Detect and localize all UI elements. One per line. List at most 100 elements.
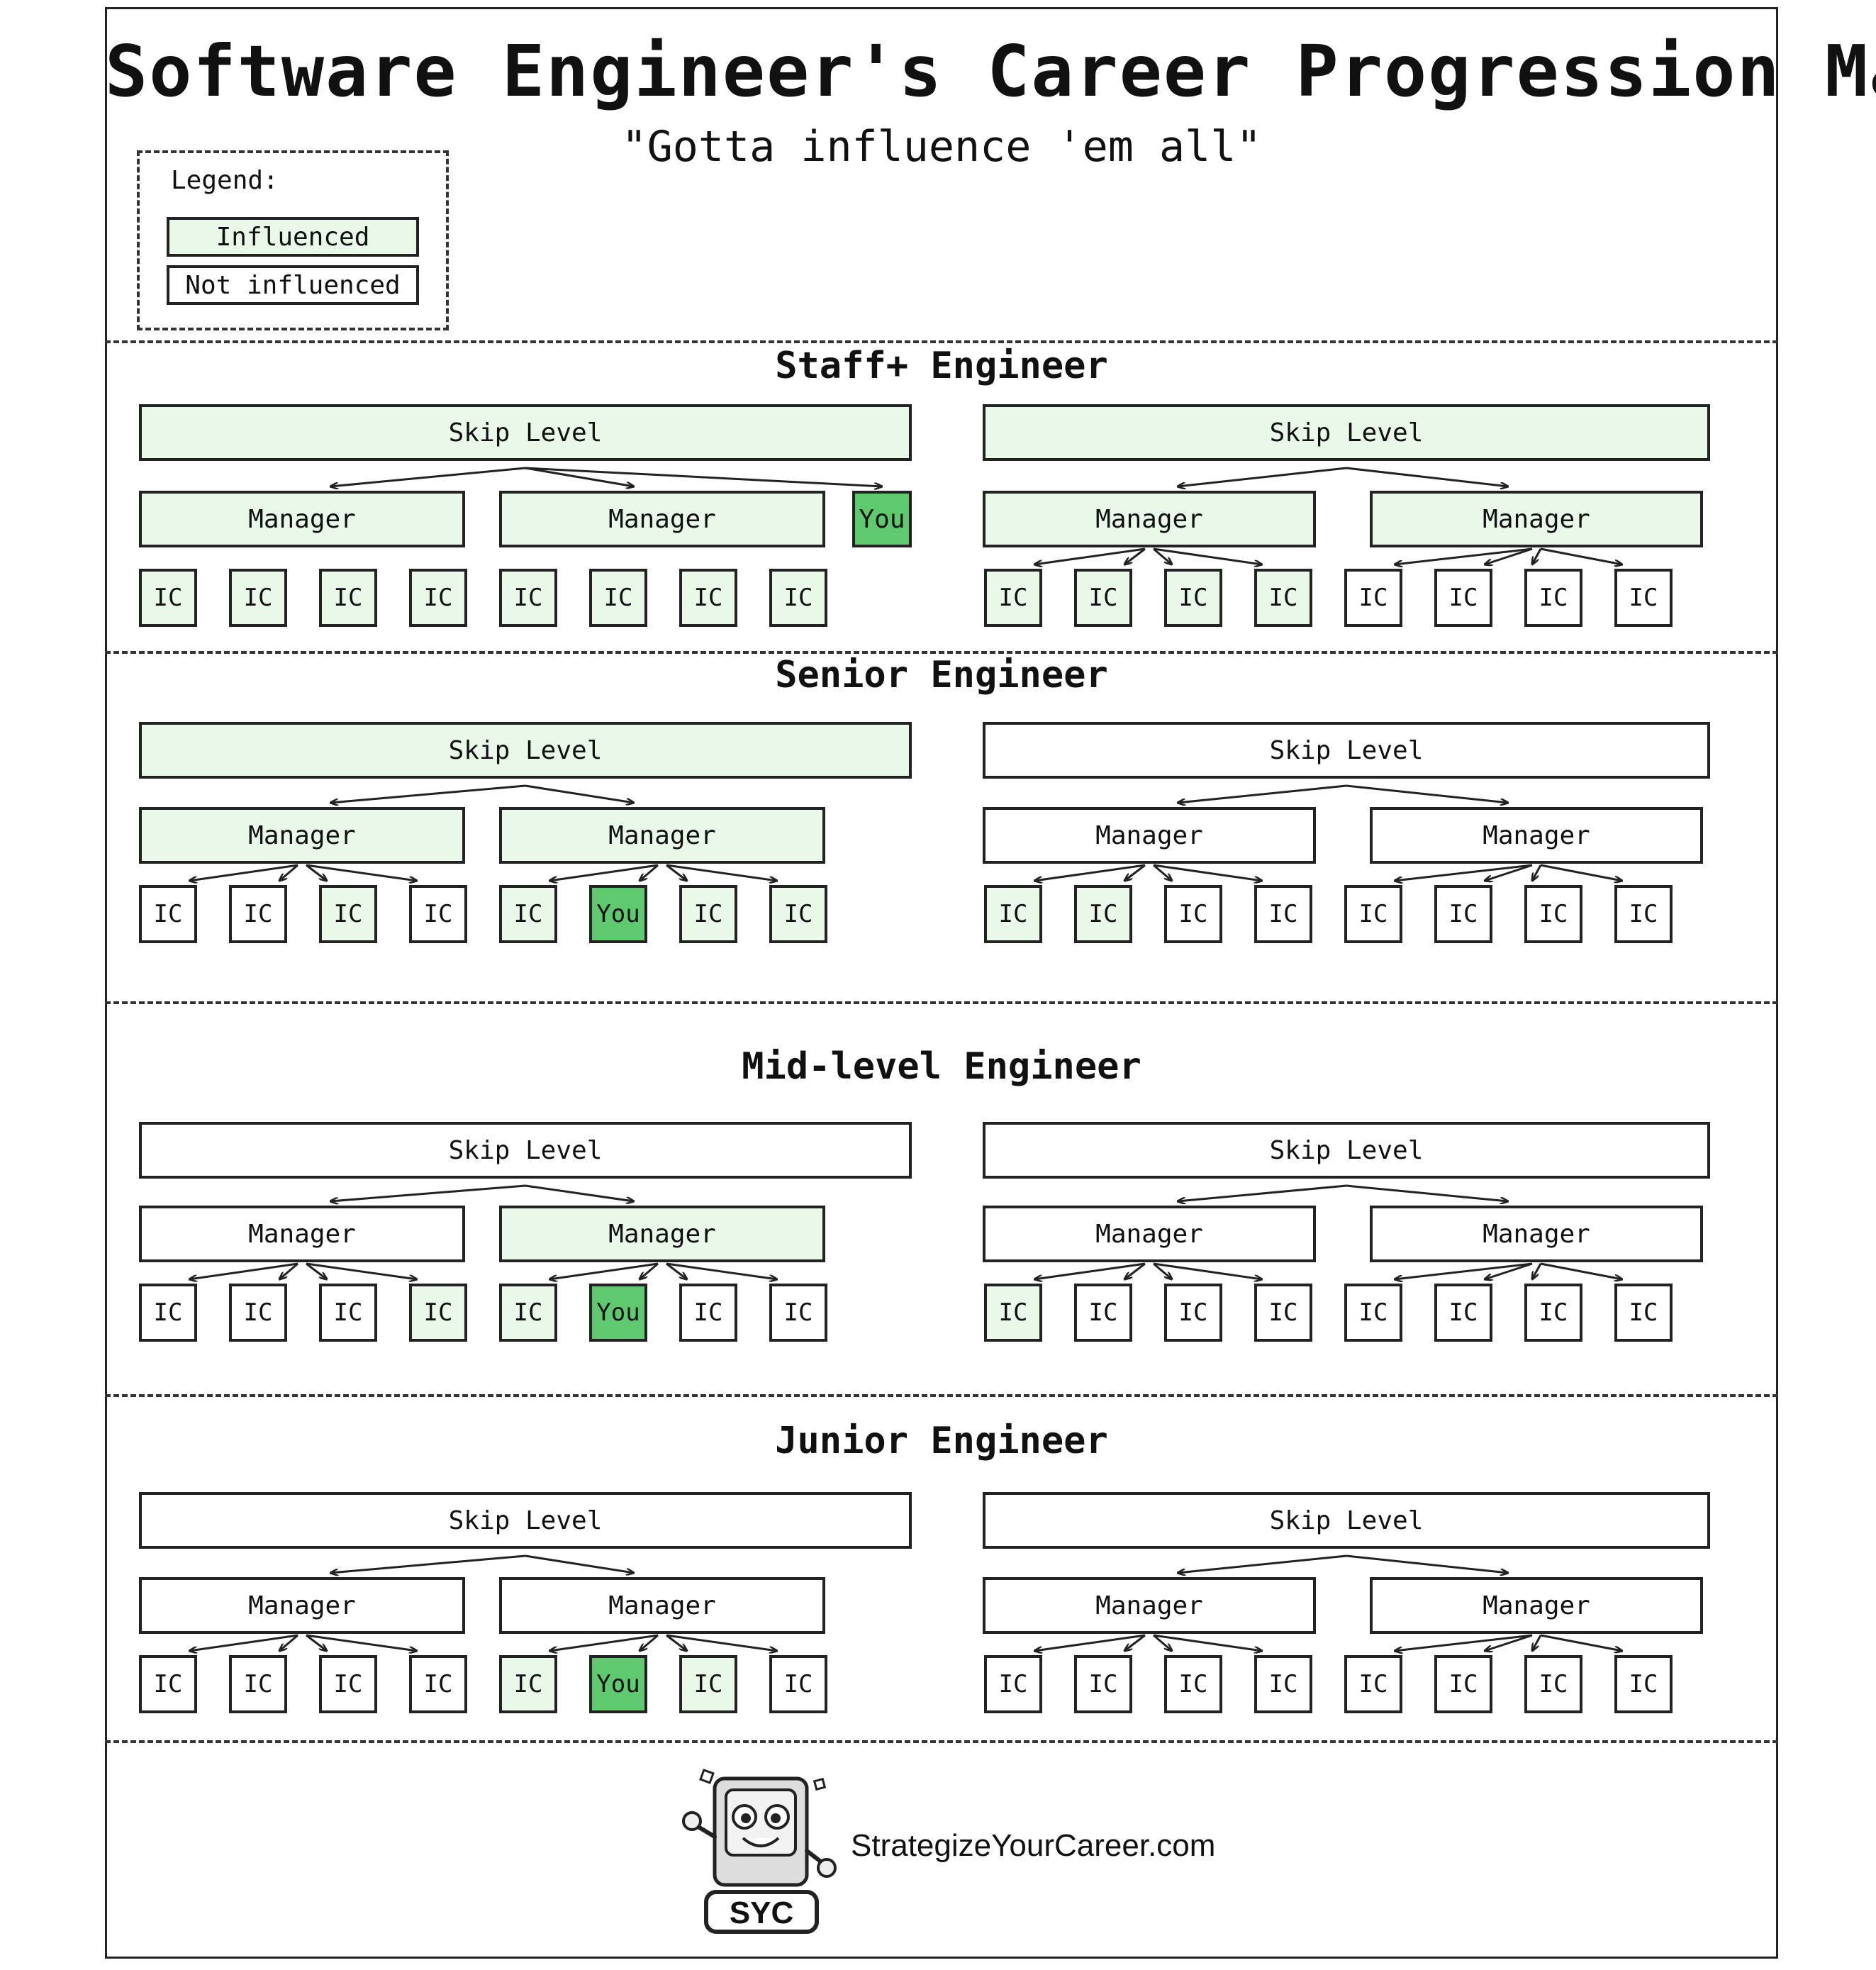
- ic-box: IC: [229, 885, 287, 943]
- page-subtitle: "Gotta influence 'em all": [621, 122, 1262, 172]
- ic-box: IC: [499, 885, 557, 943]
- manager-box: Manager: [983, 1577, 1316, 1634]
- ic-box: IC: [1614, 569, 1673, 627]
- ic-box: IC: [1524, 885, 1582, 943]
- ic-box: IC: [1344, 885, 1402, 943]
- diagram-frame: [105, 7, 1778, 1959]
- ic-box: IC: [1254, 885, 1312, 943]
- you-box: You: [589, 1284, 647, 1342]
- ic-box: IC: [679, 1284, 737, 1342]
- manager-box: Manager: [499, 491, 825, 547]
- ic-box: IC: [769, 569, 827, 627]
- ic-box: IC: [1074, 1655, 1132, 1713]
- ic-box: IC: [1344, 569, 1402, 627]
- you-box: You: [589, 885, 647, 943]
- ic-box: IC: [499, 1284, 557, 1342]
- ic-box: IC: [1164, 1655, 1222, 1713]
- manager-box: Manager: [139, 491, 465, 547]
- ic-box: IC: [1074, 1284, 1132, 1342]
- ic-box: IC: [1344, 1655, 1402, 1713]
- manager-box: Manager: [983, 491, 1316, 547]
- syc-logo: SYC: [681, 1766, 844, 1936]
- site-link[interactable]: StrategizeYourCareer.com: [851, 1828, 1216, 1863]
- ic-box: IC: [769, 885, 827, 943]
- ic-box: IC: [409, 1655, 467, 1713]
- ic-box: IC: [589, 569, 647, 627]
- ic-box: IC: [409, 569, 467, 627]
- ic-box: IC: [229, 569, 287, 627]
- skip-level-box: Skip Level: [139, 1492, 912, 1549]
- ic-box: IC: [1344, 1284, 1402, 1342]
- ic-box: IC: [984, 1655, 1042, 1713]
- ic-box: IC: [679, 569, 737, 627]
- manager-box: Manager: [139, 1206, 465, 1262]
- manager-box: Manager: [1370, 807, 1703, 864]
- manager-box: Manager: [1370, 1206, 1703, 1262]
- ic-box: IC: [984, 885, 1042, 943]
- logo-text: SYC: [730, 1896, 793, 1930]
- ic-box: IC: [1164, 885, 1222, 943]
- manager-box: Manager: [499, 807, 825, 864]
- you-box: You: [852, 491, 912, 547]
- mascot-icon: SYC: [682, 1769, 837, 1934]
- page-title: Software Engineer's Career Progression M…: [105, 30, 1876, 113]
- manager-box: Manager: [139, 807, 465, 864]
- skip-level-box: Skip Level: [983, 1492, 1710, 1549]
- you-box: You: [589, 1655, 647, 1713]
- ic-box: IC: [769, 1655, 827, 1713]
- ic-box: IC: [679, 1655, 737, 1713]
- manager-box: Manager: [499, 1206, 825, 1262]
- ic-box: IC: [1164, 569, 1222, 627]
- ic-box: IC: [1614, 1655, 1673, 1713]
- section-divider: [105, 651, 1778, 654]
- skip-level-box: Skip Level: [983, 1122, 1710, 1179]
- ic-box: IC: [1524, 569, 1582, 627]
- ic-box: IC: [319, 1655, 377, 1713]
- ic-box: IC: [1524, 1284, 1582, 1342]
- legend-title: Legend:: [171, 166, 279, 195]
- ic-box: IC: [1074, 885, 1132, 943]
- ic-box: IC: [1614, 1284, 1673, 1342]
- ic-box: IC: [229, 1284, 287, 1342]
- ic-box: IC: [679, 885, 737, 943]
- ic-box: IC: [409, 885, 467, 943]
- skip-level-box: Skip Level: [139, 404, 912, 461]
- ic-box: IC: [984, 569, 1042, 627]
- ic-box: IC: [769, 1284, 827, 1342]
- manager-box: Manager: [983, 807, 1316, 864]
- manager-box: Manager: [1370, 1577, 1703, 1634]
- ic-box: IC: [1434, 569, 1492, 627]
- ic-box: IC: [319, 1284, 377, 1342]
- section-divider: [105, 1394, 1778, 1397]
- skip-level-box: Skip Level: [983, 404, 1710, 461]
- section-divider: [105, 1740, 1778, 1743]
- ic-box: IC: [409, 1284, 467, 1342]
- ic-box: IC: [139, 569, 197, 627]
- skip-level-box: Skip Level: [983, 722, 1710, 779]
- ic-box: IC: [1434, 1655, 1492, 1713]
- ic-box: IC: [1254, 1284, 1312, 1342]
- ic-box: IC: [1524, 1655, 1582, 1713]
- ic-box: IC: [984, 1284, 1042, 1342]
- ic-box: IC: [1074, 569, 1132, 627]
- ic-box: IC: [139, 1655, 197, 1713]
- section-title-mid: Mid-level Engineer: [742, 1045, 1141, 1088]
- section-title-senior: Senior Engineer: [775, 654, 1108, 696]
- section-divider: [105, 1001, 1778, 1004]
- ic-box: IC: [1254, 569, 1312, 627]
- section-title-junior: Junior Engineer: [775, 1420, 1108, 1462]
- ic-box: IC: [1614, 885, 1673, 943]
- skip-level-box: Skip Level: [139, 1122, 912, 1179]
- ic-box: IC: [1434, 1284, 1492, 1342]
- skip-level-box: Skip Level: [139, 722, 912, 779]
- ic-box: IC: [139, 885, 197, 943]
- ic-box: IC: [499, 569, 557, 627]
- legend-influenced: Influenced: [167, 217, 419, 257]
- legend: Legend: Influenced Not influenced: [137, 150, 449, 330]
- ic-box: IC: [319, 569, 377, 627]
- ic-box: IC: [499, 1655, 557, 1713]
- legend-not-influenced: Not influenced: [167, 265, 419, 305]
- manager-box: Manager: [139, 1577, 465, 1634]
- manager-box: Manager: [499, 1577, 825, 1634]
- manager-box: Manager: [983, 1206, 1316, 1262]
